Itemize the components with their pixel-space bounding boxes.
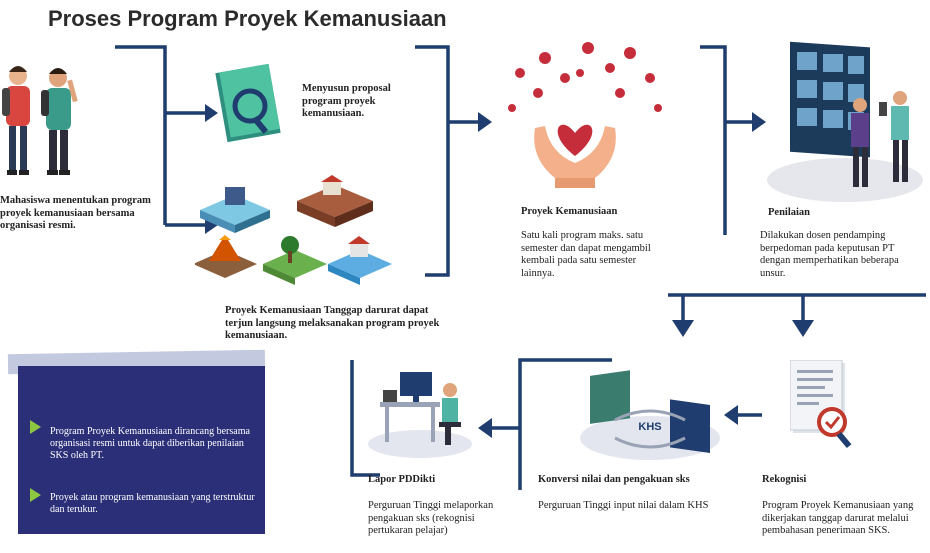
floating-hearts-icon bbox=[508, 42, 662, 112]
step-konversi-title: Konversi nilai dan pengakuan sks bbox=[538, 474, 690, 485]
step-proyek-title: Proyek Kemanusiaan bbox=[521, 206, 618, 217]
step-konversi-desc: Perguruan Tinggi input nilai dalam KHS bbox=[538, 500, 709, 511]
step-penilaian-desc: Dilakukan dosen pendamping berpedoman pa… bbox=[760, 230, 899, 279]
step-lapor-title: Lapor PDDikti bbox=[368, 474, 436, 485]
assessment-illustration bbox=[767, 41, 923, 202]
hands-heart-illustration bbox=[508, 42, 662, 188]
tablet-icon bbox=[879, 102, 887, 116]
step-tanggap-text: Proyek Kemanusiaan Tanggap darurat dapat… bbox=[225, 305, 440, 341]
flood-tile-icon bbox=[200, 187, 270, 233]
left-hand-icon bbox=[534, 126, 575, 183]
document-left-icon bbox=[590, 370, 630, 424]
info-note-panel: Program Proyek Kemanusiaan dirancang ber… bbox=[7, 349, 266, 536]
note-background bbox=[18, 366, 265, 534]
students-illustration bbox=[2, 66, 78, 175]
proposal-book-icon bbox=[215, 63, 281, 142]
step-lapor-desc: Perguruan Tinggi melaporkan pengakuan sk… bbox=[368, 500, 494, 536]
step-proposal-text: Menyusun proposal program proyek kemanus… bbox=[302, 83, 391, 119]
step-rekognisi-title: Rekognisi bbox=[762, 474, 807, 485]
heart-icon bbox=[557, 124, 593, 156]
arrow-left-icon bbox=[478, 418, 492, 438]
reporting-desk-illustration bbox=[368, 372, 472, 458]
step-penilaian-title: Penilaian bbox=[768, 207, 811, 218]
flood-house-tile-icon bbox=[328, 236, 392, 285]
volcano-tile-icon bbox=[195, 235, 257, 278]
step-proyek-desc: Satu kali program maks. satu semester da… bbox=[521, 230, 651, 279]
monitor-icon bbox=[400, 372, 432, 396]
arrow-right-icon bbox=[205, 104, 218, 122]
right-hand-icon bbox=[575, 126, 616, 183]
note-item: Program Proyek Kemanusiaan dirancang ber… bbox=[50, 426, 250, 461]
arrow-down-icon bbox=[672, 320, 694, 337]
arrow-right-icon bbox=[752, 112, 766, 132]
desk-icon bbox=[380, 402, 440, 407]
step-rekognisi-desc: Program Proyek Kemanusiaan yang dikerjak… bbox=[762, 500, 914, 536]
document-right-icon bbox=[670, 399, 710, 453]
tree-tile-icon bbox=[263, 236, 327, 285]
page-title: Proses Program Proyek Kemanusiaan bbox=[48, 6, 447, 31]
disaster-illustrations bbox=[195, 175, 392, 285]
note-item: Proyek atau program kemanusiaan yang ter… bbox=[50, 492, 255, 515]
document-magnifier-icon bbox=[790, 360, 852, 449]
landslide-tile-icon bbox=[297, 175, 373, 227]
arrow-down-icon bbox=[792, 320, 814, 337]
step-mahasiswa-text: Mahasiswa menentukan program proyek kema… bbox=[0, 195, 151, 231]
arrow-right-icon bbox=[478, 112, 492, 132]
arrow-left-icon bbox=[724, 405, 738, 425]
khs-label: KHS bbox=[638, 421, 661, 433]
khs-conversion-illustration: KHS bbox=[580, 370, 720, 460]
play-bullet-icon bbox=[30, 420, 41, 434]
play-bullet-icon bbox=[30, 488, 41, 502]
